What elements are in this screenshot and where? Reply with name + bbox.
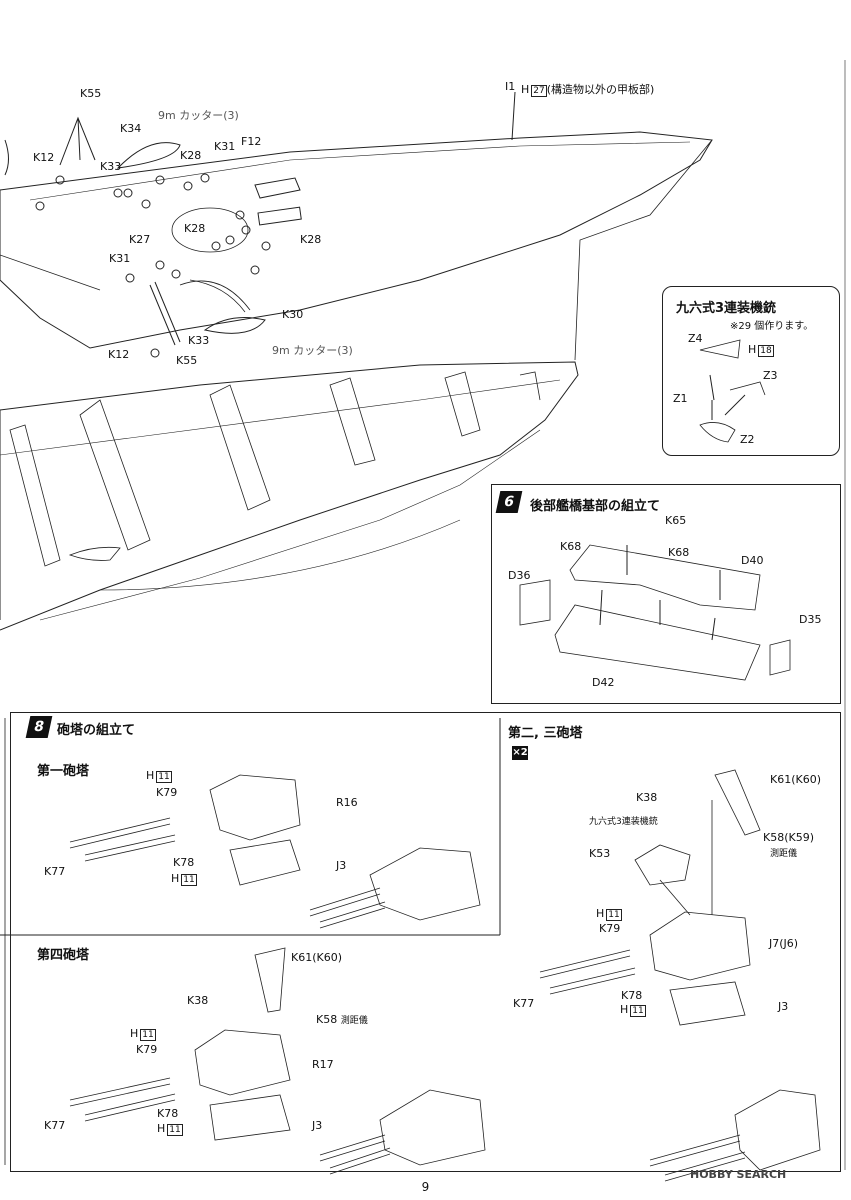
aa-label: 九六式3連装機銃 [589, 817, 658, 827]
part-label: K12 [33, 151, 55, 164]
rangefinder-label: 測距儀 [340, 1016, 368, 1026]
part-label: Z4 [688, 332, 703, 345]
part-label: K79 [136, 1043, 158, 1056]
part-label: K31 [214, 140, 236, 153]
part-label: K65 [665, 514, 687, 527]
part-label: K68 [668, 546, 690, 559]
aa-gun-title: 九六式3連装機銃 [676, 301, 777, 316]
part-label: K79 [156, 786, 178, 799]
part-label: K77 [44, 865, 66, 878]
part-label: K55 [80, 87, 102, 100]
part-label: Z3 [763, 369, 778, 382]
step8-number: 8 [25, 716, 53, 738]
part-label: D36 [508, 569, 531, 582]
deck-label-i1: I1 [505, 80, 516, 93]
aa-gun-note: ※29 個作ります。 [730, 321, 814, 332]
turret1-title: 第一砲塔 [37, 764, 90, 779]
turret4-title: 第四砲塔 [37, 948, 90, 963]
part-label: J7(J6) [769, 937, 799, 950]
part-label: K33 [100, 160, 122, 173]
part-label: F12 [241, 135, 262, 148]
part-label: K61(K60) [770, 773, 822, 786]
cutter-bottom [203, 317, 266, 334]
part-label: D40 [741, 554, 764, 567]
part-label: K12 [108, 348, 130, 361]
part-label: K33 [188, 334, 210, 347]
cutter-label-bottom: 9m カッター(3) [272, 344, 353, 357]
part-label: K38 [187, 994, 209, 1007]
turret-4 [194, 1029, 291, 1096]
part-label: K78 [157, 1107, 179, 1120]
part-label: K31 [109, 252, 131, 265]
step8-box [10, 712, 841, 1172]
step6-title: 後部艦橋基部の組立て [530, 499, 661, 514]
multiplier-badge: ×2 [512, 746, 528, 760]
part-label: Z1 [673, 392, 688, 405]
part-label: K34 [120, 122, 142, 135]
part-label: K77 [44, 1119, 66, 1132]
turret-2-3 [649, 911, 751, 981]
page-number: 9 [421, 1180, 430, 1194]
part-label: K79 [599, 922, 621, 935]
part-label: K30 [282, 308, 304, 321]
part-label-k58: K58 測距儀 [316, 1013, 368, 1027]
part-label: R17 [312, 1058, 334, 1071]
part-label: R16 [336, 796, 358, 809]
part-label: K28 [180, 149, 202, 162]
cutter-label-top: 9m カッター(3) [158, 109, 239, 122]
step8-title: 砲塔の組立て [57, 723, 136, 738]
cutter-top [116, 142, 181, 169]
part-label: K28 [184, 222, 206, 235]
part-label: K78 [173, 856, 195, 869]
watermark: HOBBY SEARCH [690, 1168, 787, 1181]
step6-box [491, 484, 841, 704]
part-label: J3 [336, 859, 347, 872]
step6-number: 6 [495, 491, 523, 513]
lower-hull [0, 361, 579, 631]
part-label: D42 [592, 676, 615, 689]
part-label: J3 [778, 1000, 789, 1013]
part-label: K38 [636, 791, 658, 804]
part-d42 [554, 604, 761, 681]
part-label: J3 [312, 1119, 323, 1132]
part-label: K53 [589, 847, 611, 860]
part-label: Z2 [740, 433, 755, 446]
upper-deck [0, 131, 713, 349]
turret-1 [209, 774, 301, 841]
part-label: K77 [513, 997, 535, 1010]
part-label: K58(K59) [763, 831, 815, 844]
deck-note: (構造物以外の甲板部) [546, 83, 655, 96]
part-label: D35 [799, 613, 822, 626]
aa-gun-box [662, 286, 840, 456]
part-label: K61(K60) [291, 951, 343, 964]
part-d40 [569, 544, 761, 611]
part-label: K27 [129, 233, 151, 246]
part-label: K55 [176, 354, 198, 367]
turret23-title: 第二, 三砲塔 [508, 726, 583, 741]
part-label: K68 [560, 540, 582, 553]
rangefinder-label: 測距儀 [770, 849, 798, 859]
part-label: K28 [300, 233, 322, 246]
part-label: K78 [621, 989, 643, 1002]
